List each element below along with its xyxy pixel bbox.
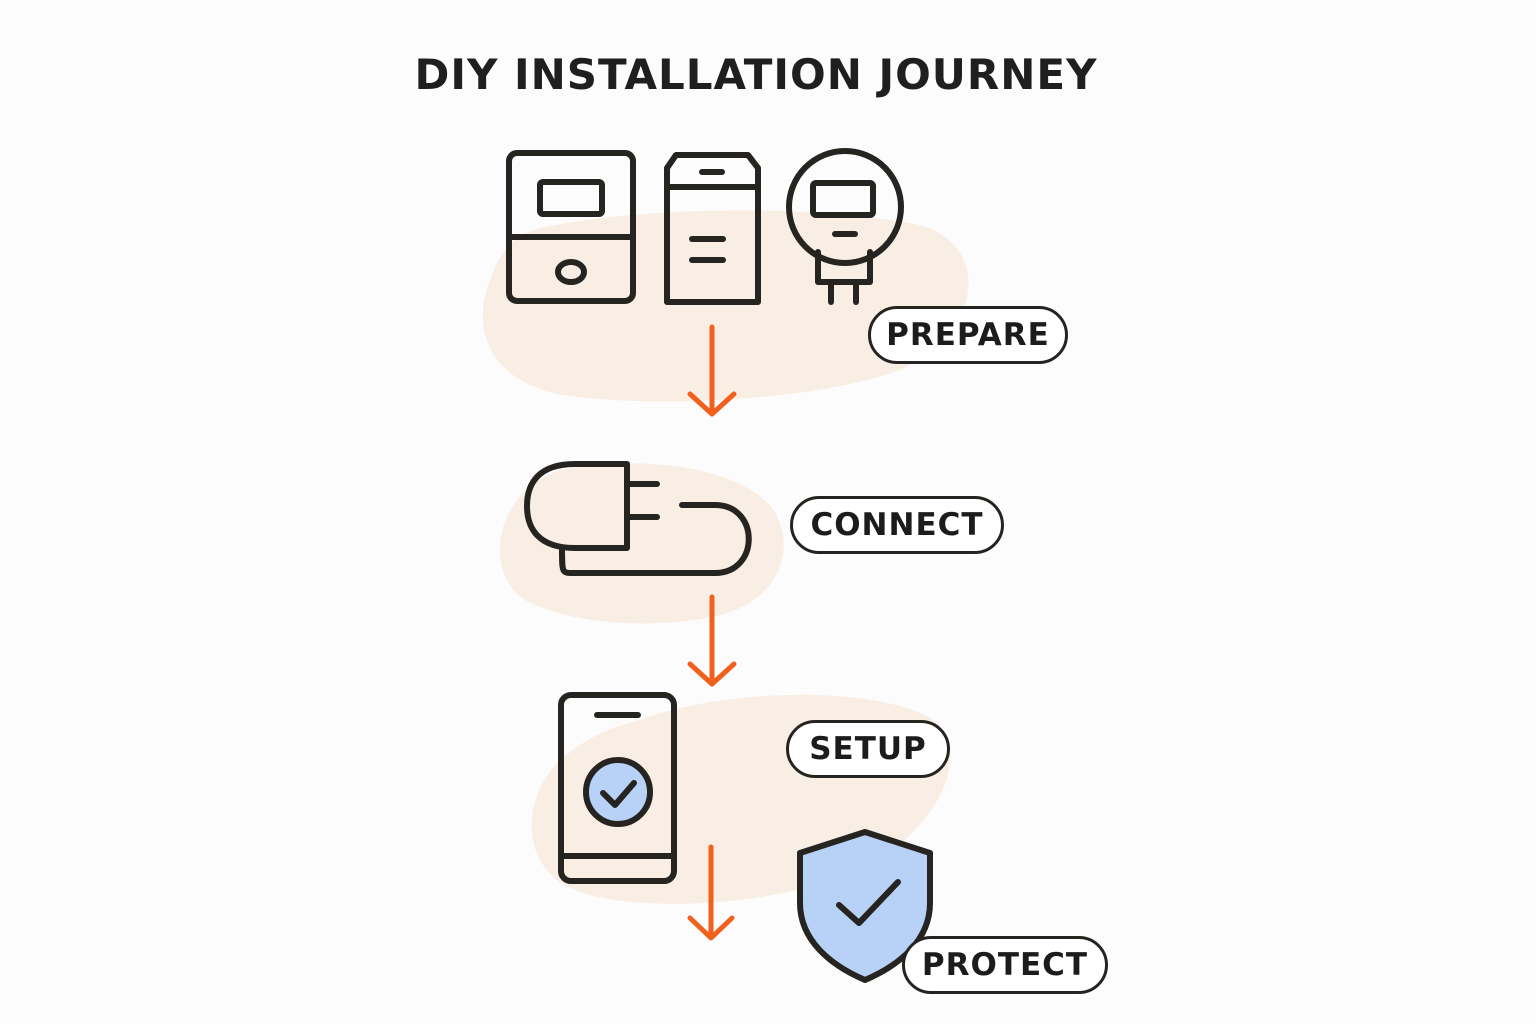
flow-arrows	[687, 324, 737, 941]
blob-connect	[499, 463, 784, 624]
page-title: DIY INSTALLATION JOURNEY	[414, 50, 1098, 99]
step-label-setup: SETUP	[786, 720, 950, 778]
plug-cable-icon	[524, 461, 752, 576]
step-label-protect: PROTECT	[902, 936, 1108, 994]
battery-icon	[664, 152, 761, 305]
step-label-connect: CONNECT	[790, 496, 1004, 554]
arrow-connect-to-setup	[687, 594, 737, 687]
arrow-setup-to-protect	[687, 844, 735, 941]
arrow-prepare-to-connect	[687, 324, 737, 417]
blob-prepare	[482, 210, 969, 402]
phone-checkmark-icon	[558, 692, 677, 884]
step-label-prepare: PREPARE	[868, 306, 1068, 364]
smart-meter-icon	[786, 148, 904, 305]
shield-checkmark-icon	[797, 829, 933, 983]
inverter-icon	[506, 150, 636, 304]
